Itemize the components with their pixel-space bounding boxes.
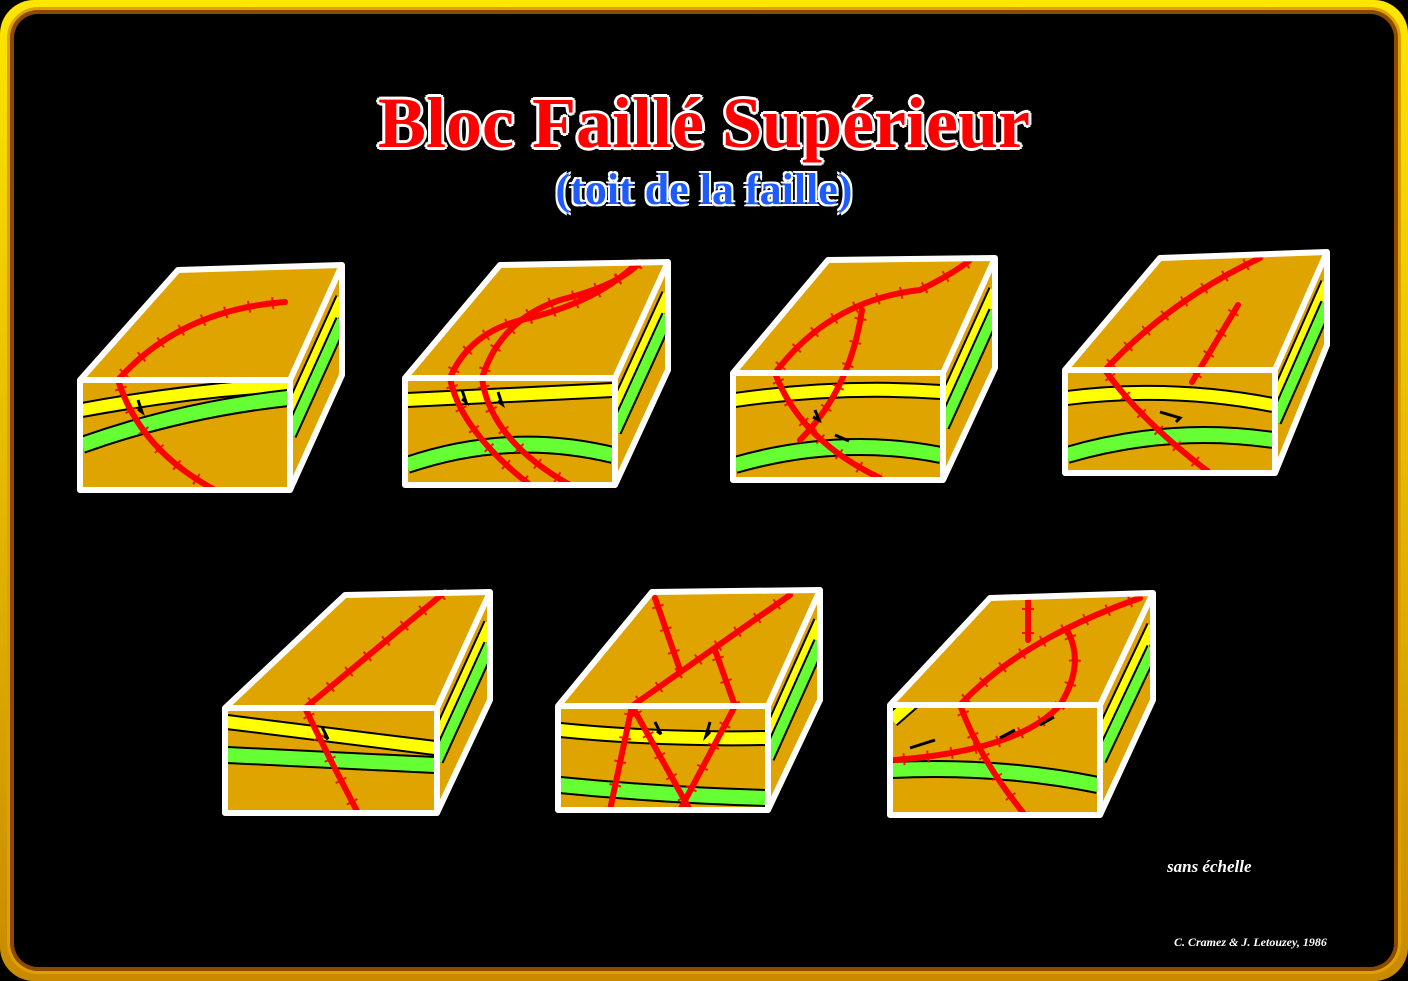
- block-outline: [887, 590, 1156, 818]
- slip-arrow: [460, 389, 469, 407]
- block-outline: [1062, 249, 1330, 476]
- fault-block-5: [222, 587, 493, 816]
- layers-side: [1100, 623, 1153, 763]
- front-face: [890, 705, 1100, 815]
- slip-arrow: [136, 399, 145, 417]
- block-outline: [222, 589, 493, 816]
- slip-arrow: [320, 726, 330, 741]
- side-layer: [768, 619, 820, 740]
- fault-block-1: [77, 262, 345, 496]
- block-edges: [405, 260, 671, 485]
- page-title: Bloc Faillé Supérieur: [378, 83, 1030, 163]
- fault-block-6: [555, 587, 823, 813]
- green-layer: [1065, 428, 1275, 462]
- side-layer: [1100, 645, 1153, 763]
- fault-trace: [302, 589, 448, 711]
- layers-side: [615, 291, 668, 435]
- fault-block-7: [887, 590, 1156, 819]
- layers-side: [290, 295, 342, 438]
- fault-trace: [115, 377, 218, 493]
- fault-trace: [1102, 367, 1213, 476]
- layers-front: [1065, 384, 1275, 464]
- slip-arrow: [999, 728, 1016, 740]
- scale-note: sans échelle: [1167, 857, 1252, 876]
- block-outline: [402, 259, 671, 488]
- top-face: [225, 592, 490, 708]
- layers-side: [1275, 280, 1327, 425]
- fault-trace: [652, 595, 683, 673]
- side-layer: [615, 292, 668, 413]
- slip-arrow: [496, 391, 505, 409]
- fault-trace: [479, 375, 573, 488]
- slip-arrow: [653, 721, 663, 736]
- green-layer: [559, 778, 767, 805]
- block-edges: [1065, 250, 1330, 473]
- fault-block-2: [402, 257, 671, 491]
- slip-arrow: [1159, 410, 1183, 424]
- side-layer: [1100, 623, 1153, 741]
- fault-block-3: [730, 253, 998, 484]
- slip-arrow: [812, 409, 822, 424]
- side-layer: [437, 621, 490, 742]
- fault-trace: [772, 370, 883, 481]
- green-layer: [80, 391, 289, 452]
- side-layer: [1275, 280, 1327, 403]
- green-layer: [891, 762, 1100, 792]
- block-outline: [77, 262, 345, 493]
- green-layer: [405, 437, 615, 472]
- layers-front: [80, 380, 289, 454]
- fault-block-4: [1062, 249, 1330, 478]
- fault-trace: [772, 255, 975, 376]
- side-layer: [437, 642, 490, 763]
- green-layer: [733, 440, 943, 472]
- credit: C. Cramez & J. Letouzey, 1986: [1174, 935, 1327, 949]
- fault-trace: [797, 307, 865, 443]
- fault-ticks: [444, 257, 643, 381]
- fault-ticks: [894, 629, 1081, 766]
- yellow-layer: [406, 384, 614, 406]
- layers-front: [405, 382, 615, 474]
- side-layer: [768, 639, 820, 761]
- fault-trace: [957, 702, 1028, 818]
- block-outline: [555, 587, 823, 813]
- layers-side: [943, 287, 995, 430]
- slip-arrow: [702, 721, 712, 742]
- fault-ticks: [628, 590, 794, 711]
- block-edges: [558, 588, 823, 810]
- block-edges: [225, 590, 493, 813]
- layers-side: [437, 620, 490, 764]
- side-layer: [290, 295, 342, 416]
- layers-side: [768, 618, 820, 761]
- layers-front: [559, 722, 767, 807]
- block-edges: [890, 591, 1156, 815]
- fault-trace: [447, 375, 533, 488]
- fault-ticks: [299, 705, 364, 816]
- side-layer: [615, 313, 668, 434]
- side-layer: [943, 309, 995, 429]
- fault-trace: [957, 595, 1143, 708]
- yellow-layer: [559, 724, 767, 745]
- yellow-layer: [226, 716, 436, 754]
- fault-trace: [629, 703, 693, 813]
- fault-trace: [115, 299, 288, 383]
- block-edges: [733, 256, 998, 480]
- slip-arrow: [909, 738, 936, 750]
- slip-arrow: [834, 433, 850, 443]
- page-subtitle: (toit de la faille): [555, 165, 853, 214]
- fault-trace: [607, 703, 635, 813]
- slip-arrow: [1039, 715, 1055, 727]
- side-layer: [1275, 301, 1327, 424]
- block-edges: [80, 263, 345, 490]
- yellow-layer: [1066, 386, 1275, 411]
- yellow-layer: [80, 380, 289, 416]
- fault-trace: [1102, 255, 1263, 373]
- side-layer: [943, 288, 995, 408]
- block-outline: [730, 255, 998, 483]
- side-layer: [290, 317, 342, 438]
- fault-ticks: [476, 257, 645, 380]
